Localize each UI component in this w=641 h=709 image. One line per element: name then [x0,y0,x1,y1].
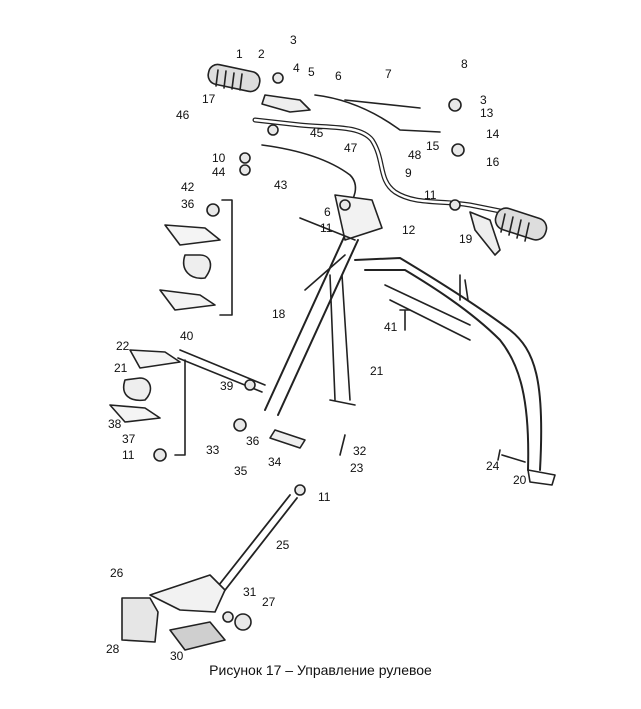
part-label: 12 [402,223,416,237]
part-label: 31 [243,585,257,599]
part-label: 36 [246,434,260,448]
part-label: 8 [461,57,468,71]
part-label: 30 [170,649,184,663]
part-label: 3 [480,93,487,107]
part-label: 22 [116,339,130,353]
part-label: 25 [276,538,290,552]
part-label: 13 [480,106,494,120]
column-support-22 [329,274,356,406]
shift-lever-base [149,574,226,613]
handlebar-tube [252,117,523,218]
part-label: 32 [353,444,367,458]
part-label: 5 [308,65,315,79]
part-label: 19 [459,232,473,246]
left-grip [207,63,261,93]
part-label: 11 [122,448,135,462]
clamp-assembly-lower [109,349,266,456]
part-label: 11 [320,221,333,235]
part-label: 23 [350,461,364,475]
right-grip [494,207,548,242]
part-label: 45 [310,126,324,140]
left-lever [261,94,311,113]
fasteners [153,72,465,631]
right-lever [469,211,501,256]
pin-32 [269,429,306,449]
part-label: 11 [424,188,437,202]
part-label: 44 [212,165,226,179]
part-label: 35 [234,464,248,478]
part-label: 27 [262,595,276,609]
part-label: 46 [176,108,190,122]
part-label: 10 [212,151,226,165]
part-label: 18 [272,307,286,321]
bolt-21 [399,309,411,331]
part-label: 43 [274,178,288,192]
part-label: 20 [513,473,527,487]
part-label: 28 [106,642,120,656]
frame-rail [354,257,543,471]
cable-8 [344,99,421,109]
cable-7 [314,94,441,133]
part-label: 6 [335,69,342,83]
part-label: 47 [344,141,358,155]
part-label: 38 [108,417,122,431]
pedal-pad [169,621,226,651]
part-label: 3 [290,33,297,47]
part-label: 37 [122,432,136,446]
part-label: 21 [114,361,128,375]
part-label: 11 [318,490,331,504]
part-label: 2 [258,47,265,61]
part-label: 21 [370,364,384,378]
part-label: 17 [202,92,216,106]
part-label: 26 [110,566,124,580]
part-label: 36 [181,197,195,211]
part-label: 42 [181,180,195,194]
shift-rod [214,494,298,595]
part-label: 14 [486,127,500,141]
steering-assembly-drawing [109,63,556,651]
bolt-23 [339,434,346,456]
steering-column [264,234,359,416]
part-label: 1 [236,47,243,61]
part-label: 34 [268,455,282,469]
part-label: 40 [180,329,194,343]
part-label: 41 [384,320,398,334]
part-label: 48 [408,148,422,162]
part-label: 33 [206,443,220,457]
part-label: 15 [426,139,440,153]
figure-caption: Рисунок 17 – Управление рулевое [209,662,432,678]
cover-plate [121,597,159,643]
part-label: 6 [324,205,331,219]
clamp-assembly-upper [159,199,233,316]
part-label: 24 [486,459,500,473]
part-label: 7 [385,67,392,81]
part-label: 4 [293,61,300,75]
part-label: 9 [405,166,412,180]
part-label: 39 [220,379,234,393]
bolt-20 [497,449,526,463]
part-label: 16 [486,155,500,169]
